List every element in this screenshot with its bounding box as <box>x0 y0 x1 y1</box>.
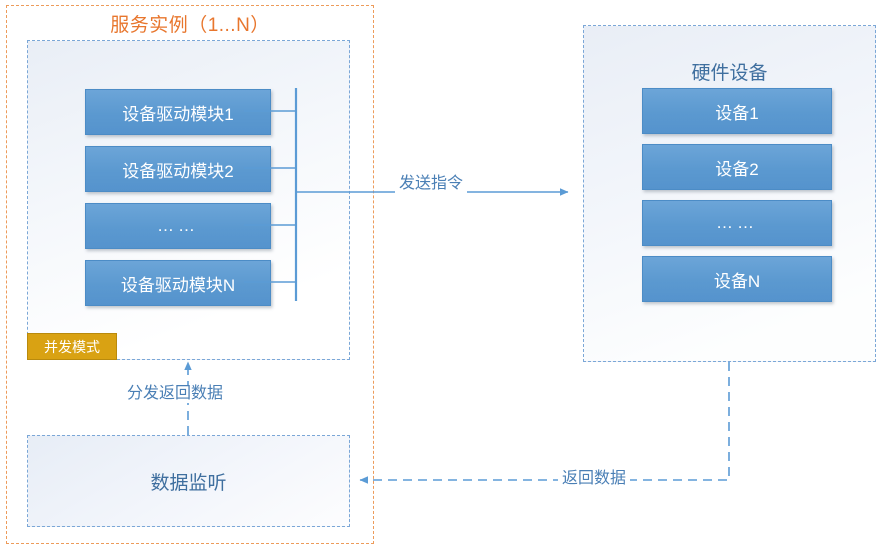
device-n[interactable]: 设备N <box>642 256 832 302</box>
device-ellipsis[interactable]: …… <box>642 200 832 246</box>
device-1-label: 设备1 <box>715 103 759 123</box>
driver-module-n-label: 设备驱动模块N <box>120 275 236 295</box>
dispatch-data-label: 分发返回数据 <box>123 385 228 403</box>
driver-module-2[interactable]: 设备驱动模块2 <box>85 146 271 192</box>
service-instance-frame <box>6 5 374 544</box>
return-data-label: 返回数据 <box>558 470 631 488</box>
driver-module-ellipsis-label: …… <box>157 216 199 235</box>
service-instance-title: 服务实例（1...N） <box>110 15 270 36</box>
data-listener-label: 数据监听 <box>150 472 227 494</box>
driver-module-1-label: 设备驱动模块1 <box>122 104 234 124</box>
driver-module-panel: 设备驱动模块1 设备驱动模块2 …… 设备驱动模块N <box>27 40 350 360</box>
device-n-label: 设备N <box>713 271 761 291</box>
send-command-label: 发送指令 <box>395 175 468 193</box>
driver-module-1[interactable]: 设备驱动模块1 <box>85 89 271 135</box>
device-ellipsis-label: …… <box>716 213 758 232</box>
driver-module-n[interactable]: 设备驱动模块N <box>85 260 271 306</box>
driver-module-ellipsis[interactable]: …… <box>85 203 271 249</box>
hardware-panel-title: 硬件设备 <box>691 63 768 84</box>
concurrency-mode-label: 并发模式 <box>44 338 100 355</box>
device-2[interactable]: 设备2 <box>642 144 832 190</box>
driver-module-2-label: 设备驱动模块2 <box>122 161 234 181</box>
data-listener-panel[interactable]: 数据监听 <box>27 435 350 527</box>
device-2-label: 设备2 <box>715 159 759 179</box>
device-1[interactable]: 设备1 <box>642 88 832 134</box>
return-data-arrow <box>359 362 730 484</box>
hardware-panel: 硬件设备 设备1 设备2 …… 设备N <box>583 25 876 362</box>
concurrency-mode-badge[interactable]: 并发模式 <box>27 333 117 360</box>
